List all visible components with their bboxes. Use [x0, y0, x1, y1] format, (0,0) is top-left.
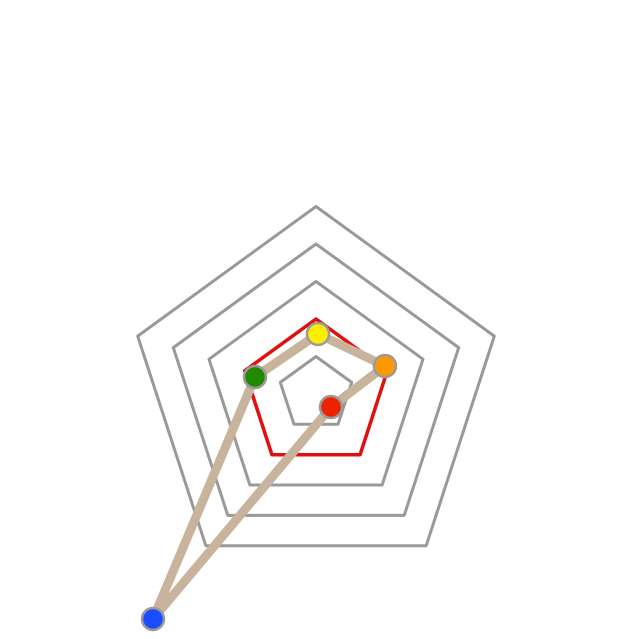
path-line	[148, 329, 390, 624]
node-green[interactable]	[242, 364, 268, 390]
grid-ring-1	[278, 355, 354, 426]
node-red[interactable]	[318, 394, 344, 420]
node-yellow[interactable]	[305, 321, 331, 347]
grid-ring-5	[136, 205, 496, 548]
node-orange[interactable]	[372, 353, 398, 379]
grid-ring-4	[171, 242, 461, 517]
puzzle-nodes	[140, 321, 398, 632]
connection-path	[148, 329, 390, 624]
node-blue[interactable]	[140, 606, 166, 632]
grid-rings	[136, 205, 496, 548]
grid-ring-3	[207, 280, 425, 487]
